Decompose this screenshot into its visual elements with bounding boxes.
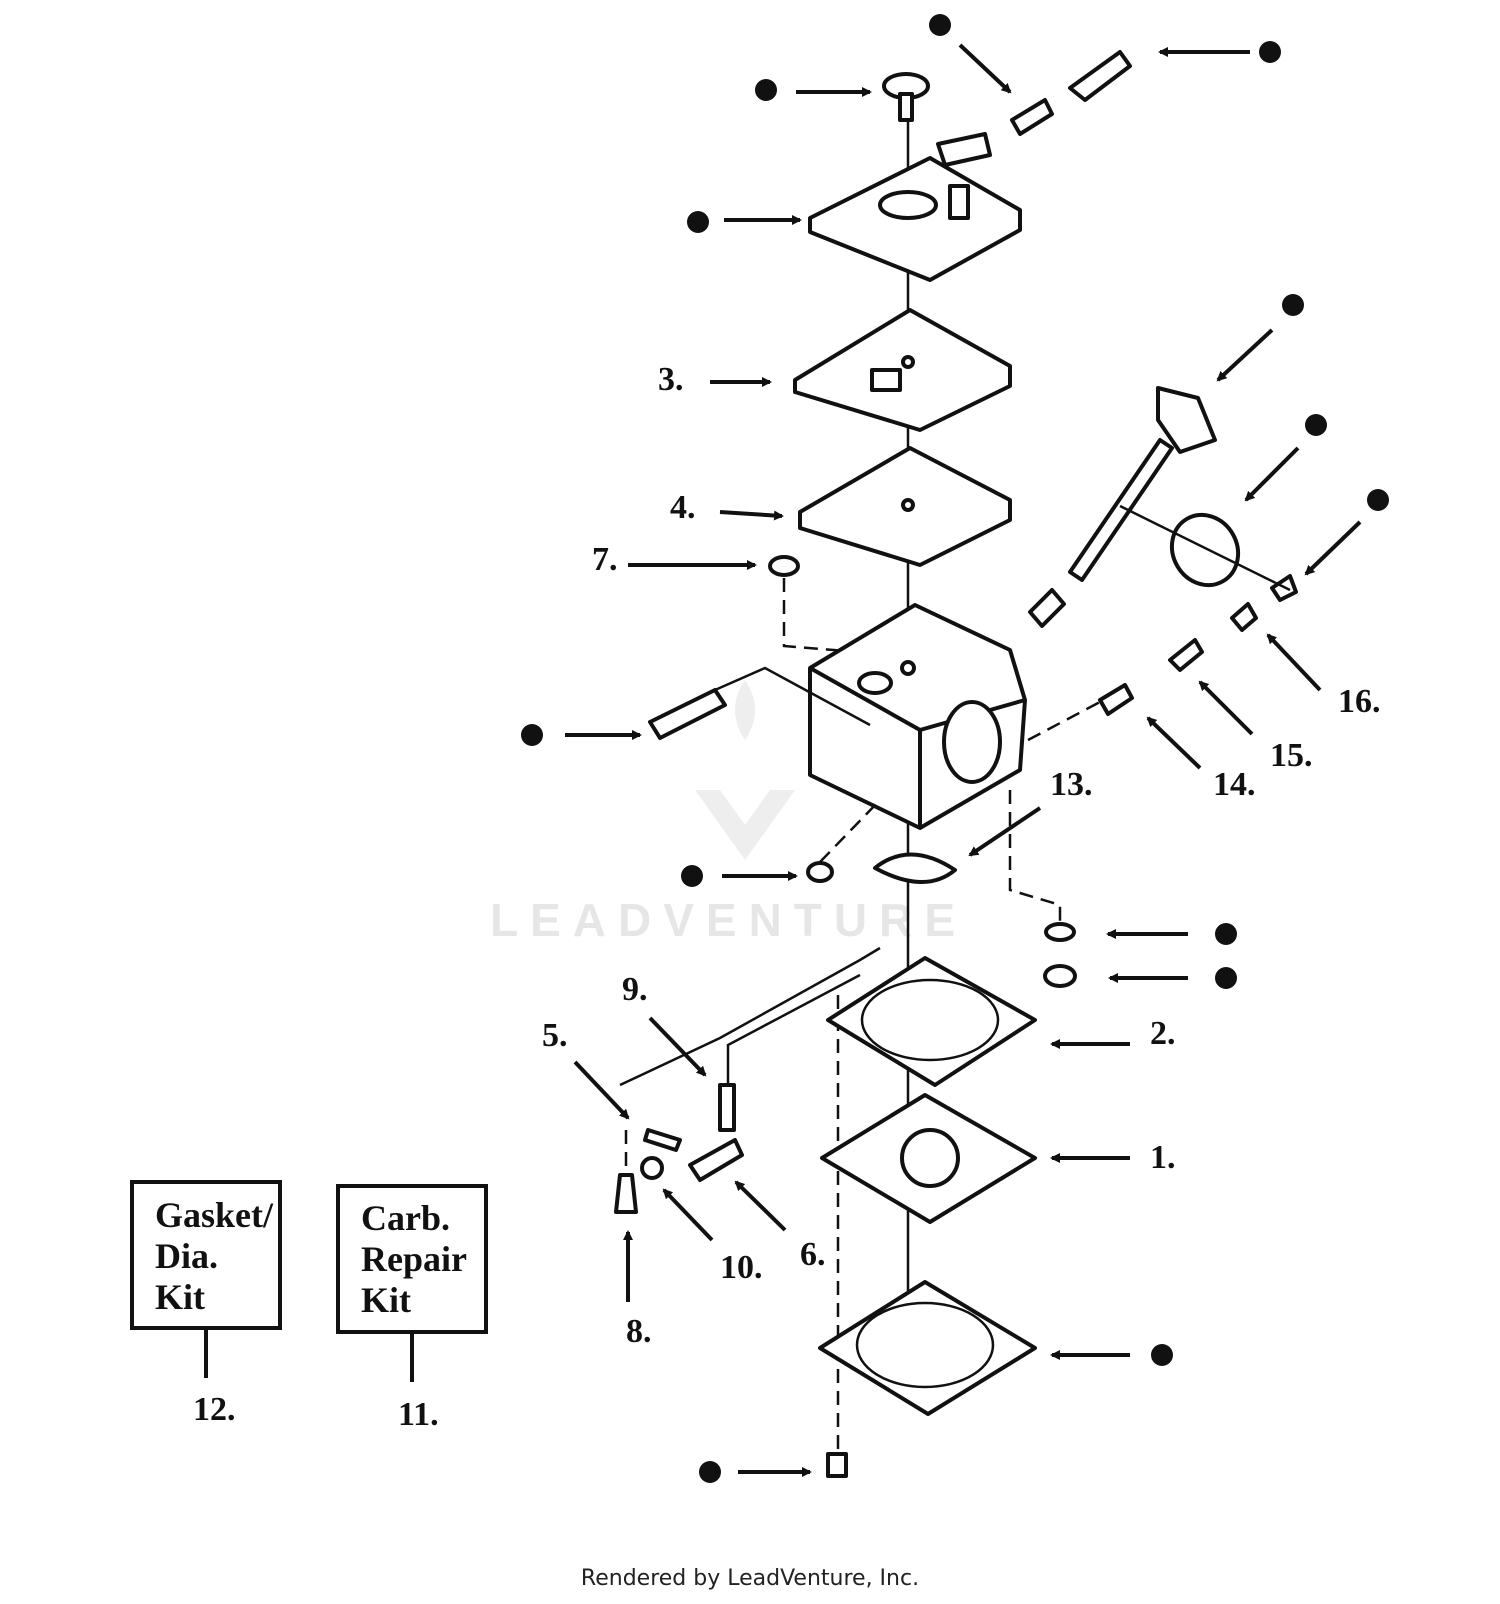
gasket-kit-line3: Kit <box>155 1277 205 1317</box>
callout-2: 2. <box>1150 1015 1176 1052</box>
washer-1 <box>1044 922 1076 942</box>
carb-kit-line2: Repair <box>361 1239 467 1279</box>
valve-seat <box>1230 602 1258 632</box>
inlet-screen <box>873 852 957 884</box>
carb-kit-line3: Kit <box>361 1280 411 1320</box>
callout-12: 12. <box>193 1391 236 1428</box>
callout-3: 3. <box>658 361 684 398</box>
cover-screw <box>826 1452 848 1478</box>
metering-cover <box>818 1280 1037 1416</box>
gasket-kit-line1: Gasket/ <box>155 1195 274 1235</box>
top-screw <box>882 72 930 122</box>
gasket-diaphragm-kit-box: Gasket/ Dia. Kit <box>130 1180 282 1378</box>
callout-11: 11. <box>398 1396 439 1433</box>
pump-gasket <box>793 308 1012 432</box>
bullet-callouts <box>521 14 1389 1483</box>
watermark-text: LEADVENTURE <box>490 894 967 946</box>
pump-diaphragm <box>798 446 1012 567</box>
callout-8: 8. <box>626 1313 652 1350</box>
footer-credit: Rendered by LeadVenture, Inc. <box>580 1566 920 1591</box>
carburetor-body <box>808 603 1027 830</box>
callout-4: 4. <box>670 489 696 526</box>
throttle-shaft <box>1028 386 1298 628</box>
pin <box>648 688 727 740</box>
lever-spring <box>718 1083 736 1132</box>
metering-gasket <box>826 956 1037 1087</box>
adjust-screw <box>1010 50 1132 136</box>
callout-13: 13. <box>1050 766 1093 803</box>
lever-screw <box>640 1156 664 1180</box>
needle <box>1168 638 1204 672</box>
washer-2 <box>1043 964 1077 988</box>
needle-spring <box>1098 683 1134 716</box>
callout-16: 16. <box>1338 683 1381 720</box>
callout-1: 1. <box>1150 1139 1176 1176</box>
callout-9: 9. <box>622 971 648 1008</box>
lever-pin <box>643 1128 682 1152</box>
callout-10: 10. <box>720 1249 763 1286</box>
carb-repair-kit-box: Carb. Repair Kit <box>336 1184 488 1382</box>
callout-15: 15. <box>1270 737 1313 774</box>
callout-14: 14. <box>1213 766 1256 803</box>
welch-plug <box>768 555 800 577</box>
metering-lever <box>688 1138 744 1182</box>
check-ball <box>806 861 834 883</box>
carb-kit-line1: Carb. <box>361 1198 450 1238</box>
callout-6: 6. <box>800 1236 826 1273</box>
pump-cover <box>808 132 1022 282</box>
inlet-needle <box>614 1173 638 1214</box>
watermark: LEADVENTURE <box>490 680 967 946</box>
gasket-kit-line2: Dia. <box>155 1236 218 1276</box>
callout-5: 5. <box>542 1017 568 1054</box>
metering-diaphragm <box>820 1093 1037 1224</box>
callout-7: 7. <box>592 541 618 578</box>
